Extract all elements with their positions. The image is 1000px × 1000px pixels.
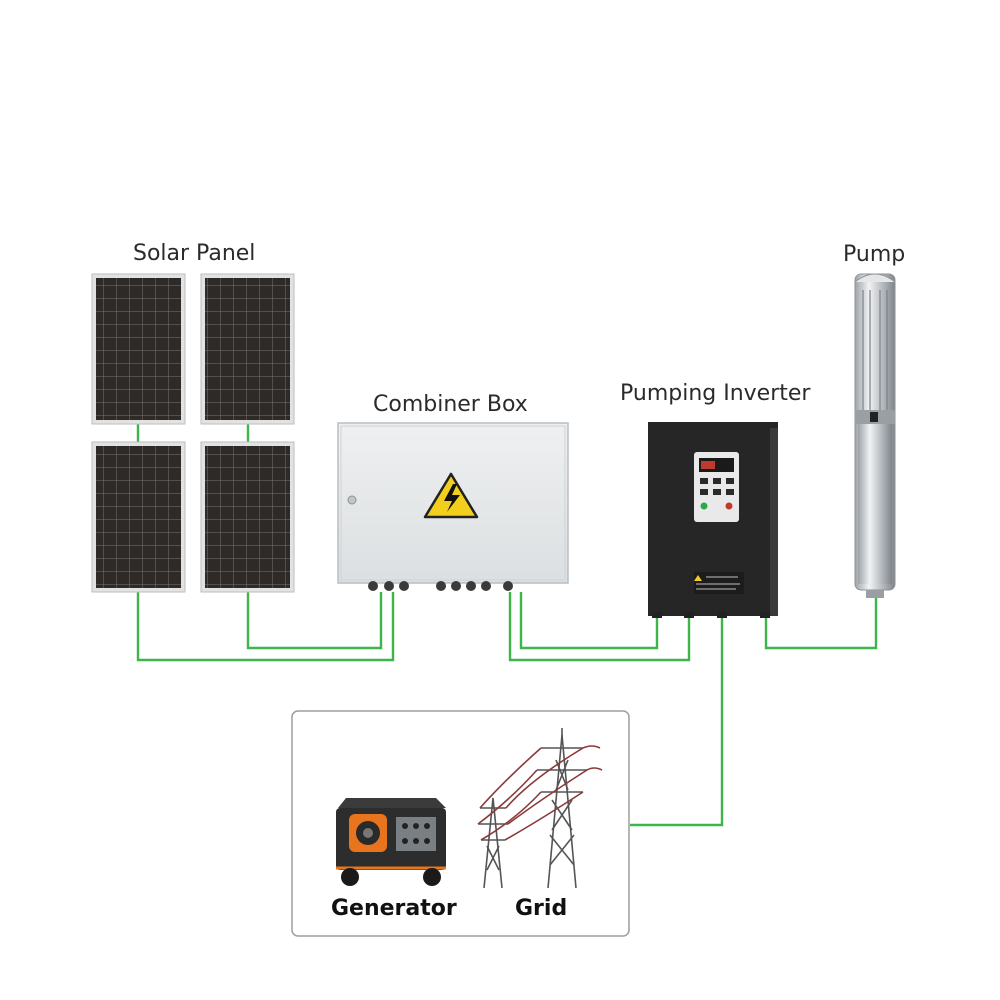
wiring: [136, 424, 878, 827]
pump-icon: [854, 273, 896, 598]
combiner-box-label: Combiner Box: [373, 392, 528, 417]
grid-label: Grid: [515, 896, 568, 921]
warning-triangle-icon: [423, 472, 479, 519]
backup-source-box: [291, 710, 630, 937]
pumping-inverter-label: Pumping Inverter: [620, 381, 811, 406]
pump-label: Pump: [843, 242, 906, 267]
generator-label: Generator: [331, 896, 457, 921]
solar-panel-label: Solar Panel: [133, 241, 256, 266]
generator-icon: [336, 798, 446, 886]
inverter-icon: [648, 422, 778, 618]
grid-tower-icon: [477, 728, 603, 889]
solar-panel-icon: [91, 273, 295, 593]
